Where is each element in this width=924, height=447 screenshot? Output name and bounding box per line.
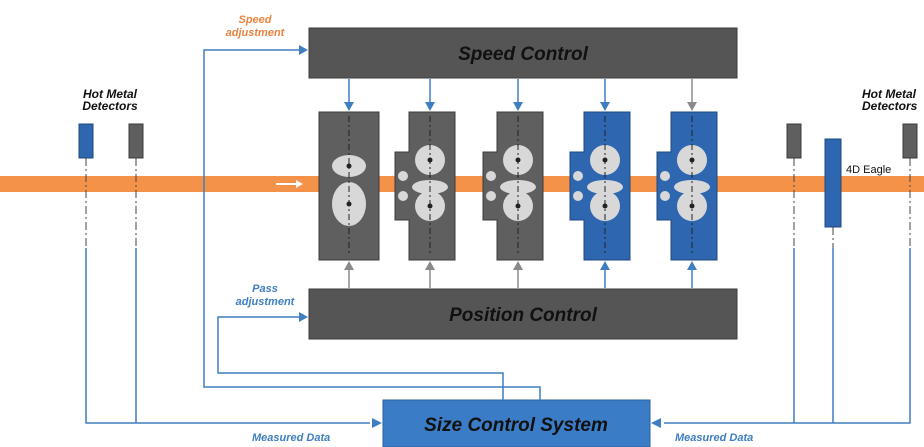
hot-metal-detectors-right-label-line2: Detectors xyxy=(862,99,918,113)
speed-arrowhead-5 xyxy=(687,102,697,111)
speed-adjustment-label-line2: adjustment xyxy=(226,27,286,39)
hot-metal-detectors-left-label-line1: Hot Metal xyxy=(83,87,138,101)
speed-arrowhead-2 xyxy=(425,102,435,111)
position-arrowhead-5 xyxy=(687,261,697,270)
roll-stand-4 xyxy=(569,111,631,261)
speed-control-box: Speed Control xyxy=(308,27,738,79)
control-arrows xyxy=(344,79,697,288)
roll-stand-1 xyxy=(318,111,380,261)
pass-adjustment-label-line2: adjustment xyxy=(236,296,296,308)
measured-data-left-label: Measured Data xyxy=(252,432,330,444)
roll-stands xyxy=(318,111,718,261)
speed-arrowhead-3 xyxy=(513,102,523,111)
position-control-box: Position Control xyxy=(308,288,738,340)
side-roll xyxy=(398,171,408,181)
side-roll xyxy=(660,191,670,201)
side-roll xyxy=(573,191,583,201)
measured-data-lines xyxy=(85,248,911,424)
position-arrowhead-4 xyxy=(600,261,610,270)
detector-centerlines xyxy=(85,158,911,248)
detector-left-2 xyxy=(128,123,144,159)
detector-right-2 xyxy=(902,123,918,159)
detector-left-1 xyxy=(78,123,94,159)
position-control-label: Position Control xyxy=(449,305,597,326)
measured-data-arrowhead-right xyxy=(651,418,661,428)
side-roll xyxy=(486,171,496,181)
position-arrowhead-2 xyxy=(425,261,435,270)
pass-adjustment-loop xyxy=(217,316,504,400)
roll-stand-2 xyxy=(394,111,456,261)
hot-metal-detectors-right: Hot Metal Detectors xyxy=(786,87,918,159)
speed-adjustment-arrowhead xyxy=(299,45,308,55)
pass-adjustment-arrowhead xyxy=(299,312,308,322)
position-arrowhead-3 xyxy=(513,261,523,270)
bar-direction-arrowhead xyxy=(296,180,303,188)
hot-rolled-bar xyxy=(0,176,924,192)
pass-adjustment-label-line1: Pass xyxy=(252,283,278,295)
size-control-system-box: Size Control System xyxy=(382,399,651,447)
side-roll xyxy=(660,171,670,181)
detector-right-1 xyxy=(786,123,802,159)
hot-metal-detectors-right-label-line1: Hot Metal xyxy=(862,87,917,101)
speed-control-label: Speed Control xyxy=(458,44,589,65)
4d-eagle-gauge: 4D Eagle xyxy=(824,138,891,228)
position-arrowhead-1 xyxy=(344,261,354,270)
side-roll xyxy=(486,191,496,201)
hot-metal-detectors-left: Hot Metal Detectors xyxy=(78,87,144,159)
side-roll xyxy=(573,171,583,181)
roll-stand-3 xyxy=(482,111,544,261)
speed-adjustment-loop xyxy=(203,49,541,400)
speed-arrowhead-1 xyxy=(344,102,354,111)
size-control-system-label: Size Control System xyxy=(424,415,608,436)
roll-stand-5 xyxy=(656,111,718,261)
measured-data-arrowhead-left xyxy=(372,418,382,428)
measured-data-right-label: Measured Data xyxy=(675,432,753,444)
4d-eagle-label: 4D Eagle xyxy=(846,164,891,176)
speed-adjustment-label-line1: Speed xyxy=(238,14,271,26)
hot-metal-detectors-left-label-line2: Detectors xyxy=(82,99,138,113)
side-roll xyxy=(398,191,408,201)
speed-arrowhead-4 xyxy=(600,102,610,111)
